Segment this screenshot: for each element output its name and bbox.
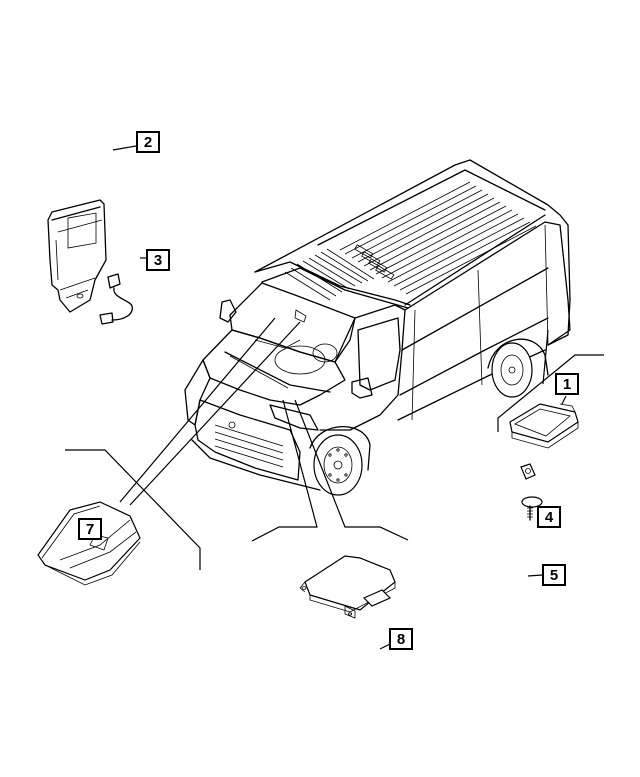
callout-4[interactable]: 4 — [537, 506, 561, 528]
callout-1[interactable]: 1 — [555, 373, 579, 395]
callout-5[interactable]: 5 — [542, 564, 566, 586]
van-illustration — [184, 159, 571, 496]
leader-van-part1 — [542, 329, 549, 385]
callout-2[interactable]: 2 — [136, 131, 160, 153]
part-8-controller-illustration — [251, 399, 409, 650]
part-1-sensor-illustration — [497, 354, 604, 449]
leader-5 — [527, 574, 543, 577]
part-3-module-illustration — [47, 199, 146, 325]
leader-2 — [112, 145, 137, 151]
part-7-sensor-illustration — [37, 317, 301, 586]
part-4-fasteners-illustration — [520, 463, 543, 521]
callout-7[interactable]: 7 — [78, 518, 102, 540]
callout-8[interactable]: 8 — [389, 628, 413, 650]
callout-3[interactable]: 3 — [146, 249, 170, 271]
